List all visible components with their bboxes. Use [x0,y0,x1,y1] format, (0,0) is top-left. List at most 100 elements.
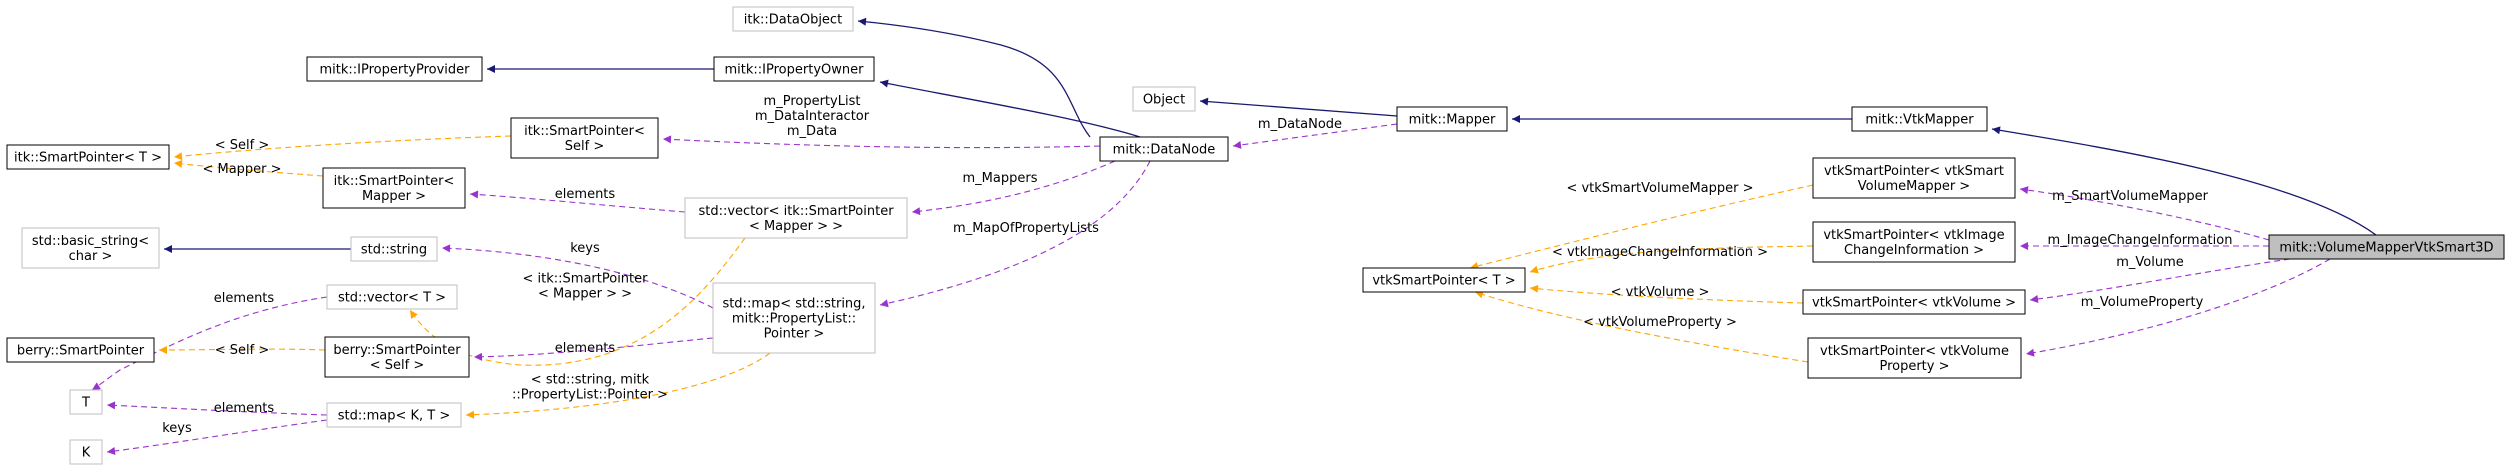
edge-label: m_Data [787,124,837,139]
class-node-berrySPSelf[interactable]: berry::SmartPointer< Self > [324,336,470,378]
class-node-label: std::basic_string< [32,234,149,249]
class-node-vtkSPVolProp[interactable]: vtkSmartPointer< vtkVolumeProperty > [1807,337,2022,379]
class-node-mapKT[interactable]: std::map< K, T > [326,402,462,428]
class-node-box [1812,221,2016,263]
class-node-itkSPT[interactable]: itk::SmartPointer< T > [6,144,170,170]
class-node-label: mitk::Mapper [1409,113,1496,128]
edge-mapStr-to-berrySPSelf [473,337,714,361]
edge-label: keys [570,241,600,256]
edge-label: m_ImageChangeInformation [2048,233,2233,248]
class-node-label: vtkSmartPointer< vtkSmart [1824,164,2004,179]
edge-vectorT-to-T [91,296,328,391]
class-node-box [6,337,155,363]
class-node-label: Property > [1879,359,1949,374]
edge-label: elements [214,401,275,416]
class-node-VtkMapper[interactable]: mitk::VtkMapper [1851,106,1988,132]
class-node-box [713,56,875,82]
edge-label: < vtkImageChangeInformation > [1552,245,1768,260]
class-node-IPropertyOwner[interactable]: mitk::IPropertyOwner [713,56,875,82]
class-node-label: Pointer > [764,327,825,342]
edge-label: < std::string, mitk [531,373,650,388]
edge-vtkSPVolume-to-vtkSPT [1529,284,1804,304]
class-node-T[interactable]: T [69,389,103,415]
edge-label: < itk::SmartPointer [523,272,649,287]
class-node-vectorT[interactable]: std::vector< T > [326,284,458,310]
class-node-label: Mapper > [362,189,426,204]
class-node-label: mitk::VolumeMapperVtkSmart3D [2279,241,2493,256]
class-node-box [1362,267,1526,293]
edge-mapStr-to-mapKT [465,352,771,419]
edge-labels-layer: m_DataNodem_PropertyListm_DataInteractor… [162,94,2232,436]
class-node-itkSPSelf[interactable]: itk::SmartPointer<Self > [510,117,659,159]
class-node-box [306,56,483,82]
edge-mapStr-to-stdString [441,244,714,309]
class-node-box [684,197,908,239]
edge-label: elements [214,291,275,306]
class-node-vtkSPVolume[interactable]: vtkSmartPointer< vtkVolume > [1802,289,2026,315]
class-node-itkDataObject[interactable]: itk::DataObject [732,6,854,32]
class-node-label: Object [1143,93,1185,108]
edge-DataNode-to-mapStr [879,160,1151,308]
class-node-box [1099,136,1229,162]
edge-Mapper-to-DataNode [1232,123,1398,149]
edge-mapKT-to-K [106,419,328,455]
class-node-box [2268,234,2505,260]
class-node-label: K [82,446,91,461]
class-node-label: ChangeInformation > [1844,243,1984,258]
class-node-label: T [81,396,90,411]
edge-vecItkSP-to-vectorT [409,237,746,366]
class-node-VMVS3D[interactable]: mitk::VolumeMapperVtkSmart3D [2268,234,2505,260]
class-node-label: itk::SmartPointer< T > [14,151,162,166]
class-node-stdString[interactable]: std::string [350,236,438,262]
class-node-label: itk::SmartPointer< [334,174,455,189]
class-node-vtkSPVolMapper[interactable]: vtkSmartPointer< vtkSmartVolumeMapper > [1812,157,2016,199]
edge-label: m_DataInteractor [755,109,870,124]
edge-label: < vtkVolumeProperty > [1583,315,1737,330]
class-node-vtkSPImgChange[interactable]: vtkSmartPointer< vtkImageChangeInformati… [1812,221,2016,263]
class-node-vtkSPT[interactable]: vtkSmartPointer< T > [1362,267,1526,293]
class-node-label: Self > [565,139,604,154]
class-node-mapStr[interactable]: std::map< std::string,mitk::PropertyList… [712,282,876,354]
class-node-label: < Mapper > > [749,219,843,234]
class-node-berrySP[interactable]: berry::SmartPointer [6,337,155,363]
edge-label: < Mapper > [202,162,281,177]
class-node-box [1802,289,2026,315]
class-node-Object[interactable]: Object [1132,86,1196,112]
class-node-IPropertyProvider[interactable]: mitk::IPropertyProvider [306,56,483,82]
class-node-box [6,144,170,170]
class-node-label: mitk::PropertyList:: [732,312,856,327]
class-node-label: itk::DataObject [744,13,842,28]
edge-VMVS3D-to-vtkSPVolume [2029,258,2291,303]
class-node-DataNode[interactable]: mitk::DataNode [1099,136,1229,162]
class-node-basicString[interactable]: std::basic_string<char > [21,227,160,269]
edge-vecItkSP-to-itkSPMapper [469,190,686,213]
class-node-box [69,439,103,465]
class-node-label: mitk::VtkMapper [1865,113,1974,128]
edge-label: < vtkVolume > [1611,285,1710,300]
class-node-box [21,227,160,269]
class-node-itkSPMapper[interactable]: itk::SmartPointer<Mapper > [322,167,466,209]
class-node-box [1812,157,2016,199]
edge-label: m_DataNode [1258,117,1342,132]
edge-DataNode-to-IPropertyOwner [879,79,1141,138]
edge-vtkSPImgChange-to-vtkSPT [1529,245,1814,274]
class-node-K[interactable]: K [69,439,103,465]
edge-label: < Self > [215,138,270,153]
class-node-vecItkSP[interactable]: std::vector< itk::SmartPointer< Mapper >… [684,197,908,239]
class-node-Mapper[interactable]: mitk::Mapper [1396,106,1508,132]
class-node-label: std::map< K, T > [338,409,451,424]
edge-label: elements [555,341,616,356]
class-node-box [712,282,876,354]
class-node-box [732,6,854,32]
edge-VMVS3D-to-VtkMapper [1991,126,2377,236]
class-node-box [322,167,466,209]
edge-label: m_SmartVolumeMapper [2052,189,2209,204]
edge-label: m_MapOfPropertyLists [953,221,1099,236]
class-node-box [326,402,462,428]
class-node-label: std::map< std::string, [722,297,865,312]
edge-label: m_VolumeProperty [2081,295,2204,310]
edges-layer [91,17,2377,455]
class-node-label: char > [69,249,113,264]
